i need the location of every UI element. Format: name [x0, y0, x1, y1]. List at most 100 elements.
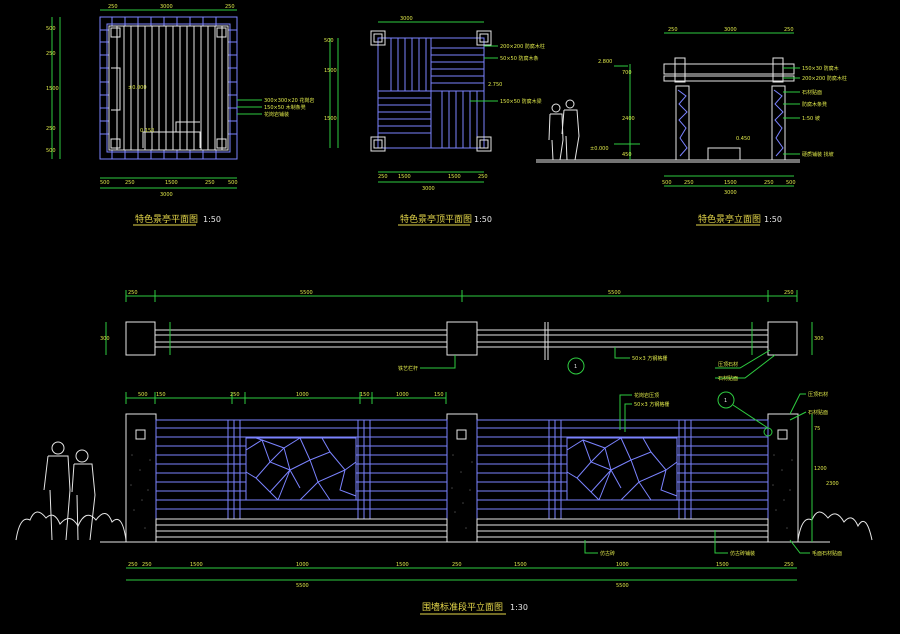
p1-dim-left-2: 1500: [46, 86, 59, 92]
e1-dim-bottom-2: 1500: [724, 180, 737, 186]
e1-dim-top-0: 250: [668, 27, 678, 33]
plan2-scale: 1:50: [474, 215, 492, 224]
wall-elev-note-2: 压顶石材: [808, 391, 828, 398]
people-figure-wall: [43, 441, 96, 541]
p1-dim-bottom-0: 500: [100, 180, 110, 186]
pavilion-roof-plan: 2.750 3000 250 1500 1500 250 3000 500 15…: [324, 16, 545, 226]
ornamental-panel-right: [566, 437, 678, 501]
wall-plan-note-0: 铁艺栏杆: [398, 365, 418, 372]
people-figure: [548, 99, 580, 161]
wall-plan-view: 250 5500 5500 250 300 300 1 铁艺栏杆 50×3 方钢…: [100, 290, 824, 382]
plan1-scale: 1:50: [203, 215, 221, 224]
p2-dim-left-1: 1500: [324, 68, 337, 74]
w-dim-mid-2: 250: [230, 392, 240, 398]
wall-elev-note-1: 50×3 方钢格栅: [634, 401, 669, 408]
wall-title: 围墙标准段平立面图: [422, 601, 503, 613]
w-dim-top-3: 250: [784, 290, 794, 296]
w-dim-bottom-1: 250: [142, 562, 152, 568]
p1-dim-left-4: 500: [46, 148, 56, 154]
pavilion-plan-view: ±0.000 0.150 250 3000 250 500 250 1500 2…: [46, 4, 314, 226]
e1-note-1: 200×200 防腐木柱: [802, 75, 847, 82]
ornamental-panel-left: [245, 437, 357, 501]
e1-note-3: 防腐木条凳: [802, 101, 827, 108]
wall-plan-note-3: 石材贴面: [718, 375, 738, 382]
wall-elev-note-4: 仿古砖: [600, 550, 615, 557]
svg-text:2.800: 2.800: [598, 59, 612, 65]
p2-note-2: 150×50 防腐木梁: [500, 98, 542, 105]
p1-dim-top: 250: [108, 4, 118, 10]
e1-note-2: 石材贴面: [802, 89, 822, 96]
w-dim-right-1: 1200: [814, 466, 827, 472]
elev1-scale: 1:50: [764, 215, 782, 224]
wall-elev-note-5: 仿古砖铺装: [730, 550, 755, 557]
p1-dim-bottom-1: 250: [125, 180, 135, 186]
w-dim-bottom-7: 1000: [616, 562, 629, 568]
p1-dim-bottom-total: 3000: [160, 192, 173, 198]
p1-dim-bottom-2: 1500: [165, 180, 178, 186]
e1-dim-bottom-0: 500: [662, 180, 672, 186]
wall-elev-note-3: 石材贴面: [808, 409, 828, 416]
w-dim-mid-6: 150: [434, 392, 444, 398]
wall-plan-note-2: 压顶石材: [718, 361, 738, 368]
section-marker-1: 1: [574, 364, 577, 370]
w-dim-bottom-total-0: 5500: [296, 583, 309, 589]
w-dim-right-2: 2300: [826, 481, 839, 487]
p2-dim-bottom-0: 250: [378, 174, 388, 180]
svg-text:±0.000: ±0.000: [128, 85, 147, 91]
e1-note-4: 1:50 坡: [802, 115, 820, 122]
p1-dim-left-0: 500: [46, 26, 56, 32]
w-dim-mid-0: 500: [138, 392, 148, 398]
svg-text:±0.000: ±0.000: [590, 146, 609, 152]
w-dim-mid-4: 150: [360, 392, 370, 398]
p2-dim-bottom-total: 3000: [422, 186, 435, 192]
svg-text:2.750: 2.750: [488, 82, 502, 88]
p2-dim-left-0: 500: [324, 38, 334, 44]
w-dim-left-0: 300: [100, 336, 110, 342]
w-dim-bottom-3: 1000: [296, 562, 309, 568]
p1-dim-top-mid: 3000: [160, 4, 173, 10]
wall-elev-note-0: 花岗岩压顶: [634, 392, 659, 399]
p2-dim-bottom-1: 1500: [398, 174, 411, 180]
plan2-title: 特色景亭顶平面图: [400, 213, 472, 225]
elev1-title: 特色景亭立面图: [698, 213, 761, 225]
svg-text:0.450: 0.450: [736, 136, 750, 142]
p2-dim-top: 3000: [400, 16, 413, 22]
w-dim-bottom-0: 250: [128, 562, 138, 568]
w-dim-bottom-4: 1500: [396, 562, 409, 568]
e1-note-5: 硬质铺装 找坡: [802, 151, 834, 158]
w-dim-bottom-9: 250: [784, 562, 794, 568]
plan1-title: 特色景亭平面图: [135, 213, 198, 225]
p1-dim-left-3: 250: [46, 126, 56, 132]
w-dim-bottom-8: 1500: [716, 562, 729, 568]
p1-note-2: 花岗岩铺装: [264, 111, 289, 118]
p1-dim-bottom-3: 250: [205, 180, 215, 186]
e1-dim-top-2: 250: [784, 27, 794, 33]
p2-dim-bottom-2: 1500: [448, 174, 461, 180]
e1-dim-left-1: 2400: [622, 116, 635, 122]
w-dim-bottom-5: 250: [452, 562, 462, 568]
w-dim-top-0: 250: [128, 290, 138, 296]
w-dim-top-1: 5500: [300, 290, 313, 296]
e1-dim-bottom-4: 500: [786, 180, 796, 186]
e1-dim-bottom-total: 3000: [724, 190, 737, 196]
p2-dim-bottom-3: 250: [478, 174, 488, 180]
w-dim-mid-1: 150: [156, 392, 166, 398]
e1-dim-top-1: 3000: [724, 27, 737, 33]
e1-dim-left-2: 450: [622, 152, 632, 158]
w-dim-left-1: 300: [814, 336, 824, 342]
p2-dim-left-2: 1500: [324, 116, 337, 122]
wall-elev-note-6: 毛面石材贴面: [812, 550, 842, 557]
wall-plan-note-1: 50×3 方钢格栅: [632, 355, 667, 362]
p2-note-1: 50×50 防腐木条: [500, 55, 539, 62]
svg-text:0.150: 0.150: [140, 128, 154, 134]
e1-dim-left-0: 700: [622, 70, 632, 76]
wall-elevation-view: 500 150 250 1000 150 1000 150: [15, 391, 873, 615]
w-dim-mid-5: 1000: [396, 392, 409, 398]
p1-note-0: 300×300×20 花岗岩: [264, 97, 314, 104]
p1-dim-bottom-4: 500: [228, 180, 238, 186]
w-dim-bottom-6: 1500: [514, 562, 527, 568]
w-dim-top-2: 5500: [608, 290, 621, 296]
w-dim-mid-3: 1000: [296, 392, 309, 398]
w-dim-bottom-2: 1500: [190, 562, 203, 568]
